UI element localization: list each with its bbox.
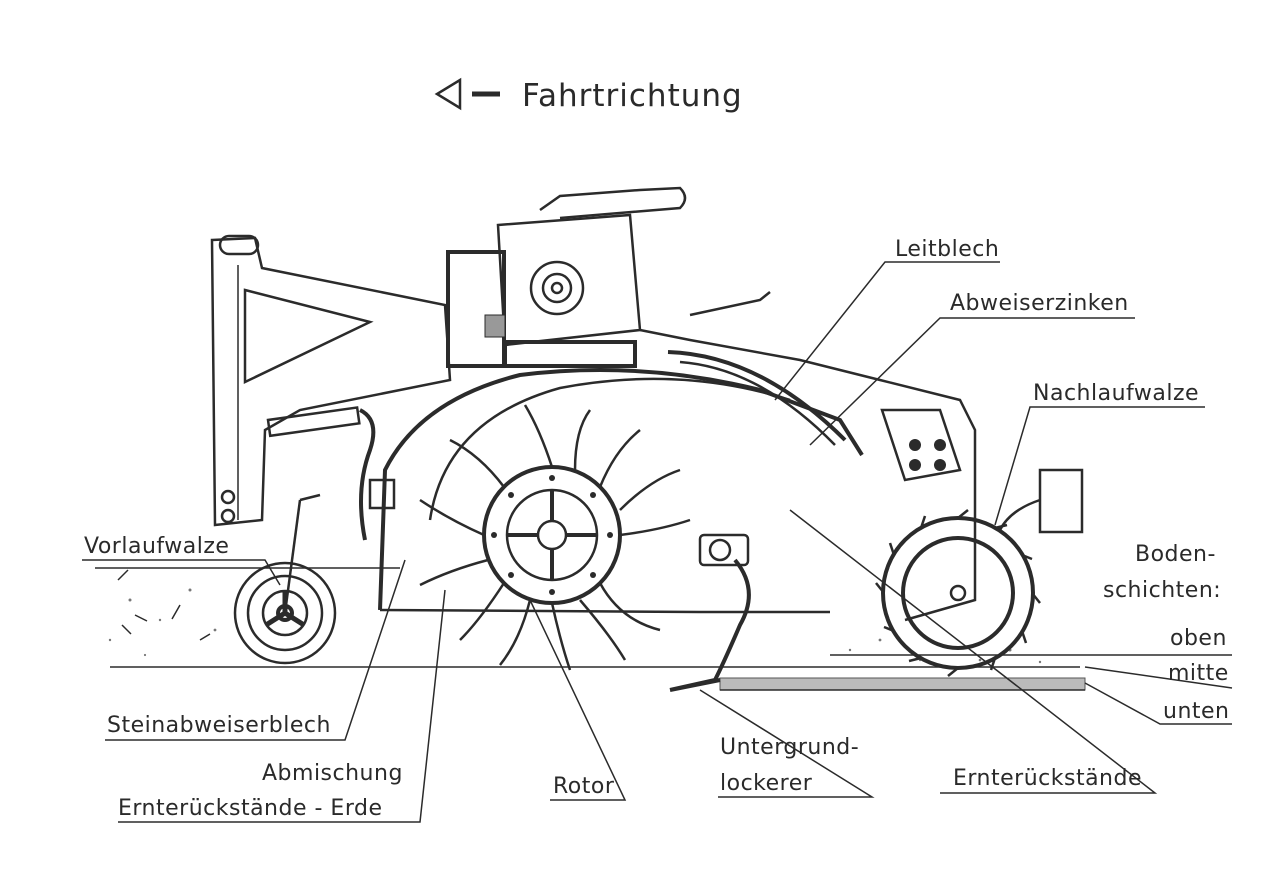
label-bodenschichten-line1: Boden- [1135, 542, 1216, 567]
label-nachlaufwalze: Nachlaufwalze [1033, 381, 1199, 406]
subsoiler [669, 533, 751, 692]
label-untergrund-line2: lockerer [720, 771, 813, 796]
front-roller [233, 493, 337, 665]
direction-title: Fahrtrichtung [522, 78, 743, 114]
soil-layers [95, 567, 1086, 691]
label-mitte: mitte [1168, 661, 1229, 686]
rotor [419, 404, 691, 671]
label-bodenschichten-line2: schichten: [1103, 578, 1221, 603]
label-rotor: Rotor [553, 774, 615, 799]
label-steinabweiserblech: Steinabweiserblech [107, 713, 331, 738]
main-frame [210, 186, 977, 622]
label-leitblech: Leitblech [895, 237, 999, 262]
label-abweiserzinken: Abweiserzinken [950, 291, 1129, 316]
label-vorlaufwalze: Vorlaufwalze [84, 534, 229, 559]
label-oben: oben [1170, 626, 1227, 651]
label-ernterueckstaende: Ernterückstände [953, 766, 1142, 791]
label-abmischung-line1: Abmischung [262, 761, 403, 786]
rear-roller [875, 408, 1084, 677]
leader-lines [82, 261, 1233, 823]
label-untergrund-line1: Untergrund- [720, 735, 859, 760]
label-abmischung-line2: Ernterückstände - Erde [118, 796, 382, 821]
label-unten: unten [1163, 699, 1230, 724]
direction-arrow-icon [434, 77, 500, 111]
